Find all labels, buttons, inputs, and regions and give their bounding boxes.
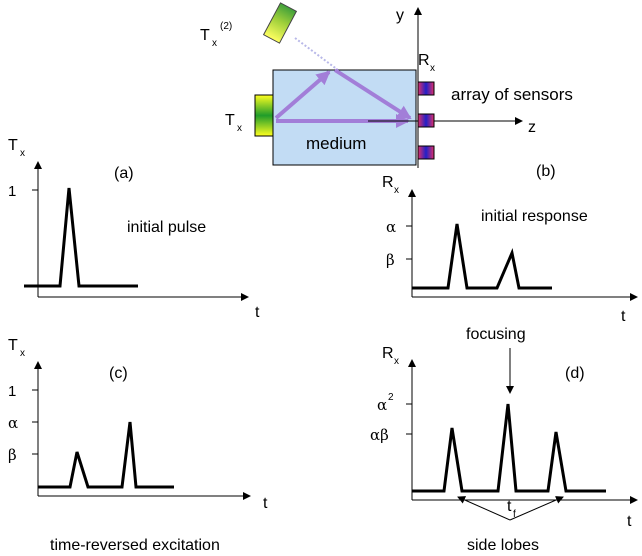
panel-c: T x 1 α β (c) t time-reversed excitation <box>8 337 268 554</box>
medium-label: medium <box>306 134 366 153</box>
panel-d-tag: (d) <box>565 365 585 382</box>
side-lobe-arrow-right <box>509 496 564 521</box>
ray-down <box>333 68 412 120</box>
tx-transducer <box>254 94 274 137</box>
sensor-3 <box>417 145 435 160</box>
tx2-label: T <box>200 27 210 44</box>
panel-d-ylabel: R <box>382 345 394 362</box>
panel-b-ylabel: R <box>382 174 394 191</box>
side-lobes-label: side lobes <box>467 537 539 554</box>
panel-c-tag: (c) <box>109 365 128 382</box>
panel-b-tag: (b) <box>536 163 556 180</box>
panel-d-ylabel-sub: x <box>394 356 399 367</box>
ray-up <box>274 70 331 120</box>
sensor-1 <box>417 81 435 96</box>
panel-c-signal <box>38 421 174 489</box>
panel-d-signal <box>412 403 606 493</box>
panel-c-ytick-1: 1 <box>8 383 16 400</box>
panel-c-ytick-alpha: α <box>8 414 18 432</box>
panel-a-xlabel: t <box>255 304 260 321</box>
panel-b-ytick-beta: β <box>386 251 395 269</box>
tf-sub: f <box>513 509 516 520</box>
setup-diagram: T x (2) medium T x y z R x array of sens… <box>200 2 573 168</box>
panel-d: R x α 2 αβ (d) t focusing t f side lobes <box>370 326 638 554</box>
rx-label: R <box>418 52 430 69</box>
panel-a-caption: initial pulse <box>127 219 206 236</box>
panel-a-ylabel-sub: x <box>20 148 25 159</box>
panel-a-ytick-1: 1 <box>8 183 16 200</box>
panel-b-signal <box>412 223 552 290</box>
tx2-sub: x <box>212 38 217 49</box>
array-label: array of sensors <box>451 85 573 104</box>
panel-c-ytick-beta: β <box>8 446 17 464</box>
panel-a: T x 1 (a) initial pulse t <box>8 137 260 321</box>
y-axis-label: y <box>396 7 404 24</box>
tx-sub: x <box>237 123 242 134</box>
panel-b-caption: initial response <box>481 208 588 225</box>
panel-a-signal <box>24 187 138 288</box>
tf-label: t <box>507 498 512 515</box>
panel-a-ylabel: T <box>8 137 18 154</box>
rx-sub: x <box>430 63 435 74</box>
panel-c-ylabel: T <box>8 337 18 354</box>
panel-d-ytick-alpha2-sup: 2 <box>388 392 394 403</box>
panel-b-xlabel: t <box>621 308 626 325</box>
tx2-beam <box>294 37 339 71</box>
panel-b-ylabel-sub: x <box>394 185 399 196</box>
side-lobe-arrow-left <box>457 496 511 521</box>
sensor-2 <box>417 113 435 128</box>
panel-c-xlabel: t <box>263 495 268 512</box>
panel-a-tag: (a) <box>114 165 134 182</box>
tx2-transducer <box>262 2 298 44</box>
panel-d-ytick-ab: αβ <box>370 426 389 444</box>
panel-c-caption: time-reversed excitation <box>50 537 220 554</box>
panel-d-xlabel: t <box>627 513 632 530</box>
tx-label: T <box>225 112 235 129</box>
panel-b: R x α β (b) initial response t <box>382 163 638 325</box>
tx2-sup: (2) <box>220 21 232 32</box>
medium-box <box>272 69 417 166</box>
panel-d-ytick-alpha2: α <box>377 396 387 414</box>
focusing-label: focusing <box>466 326 526 343</box>
z-axis-label: z <box>528 119 536 136</box>
panel-b-ytick-alpha: α <box>386 218 396 236</box>
panel-c-ylabel-sub: x <box>20 348 25 359</box>
